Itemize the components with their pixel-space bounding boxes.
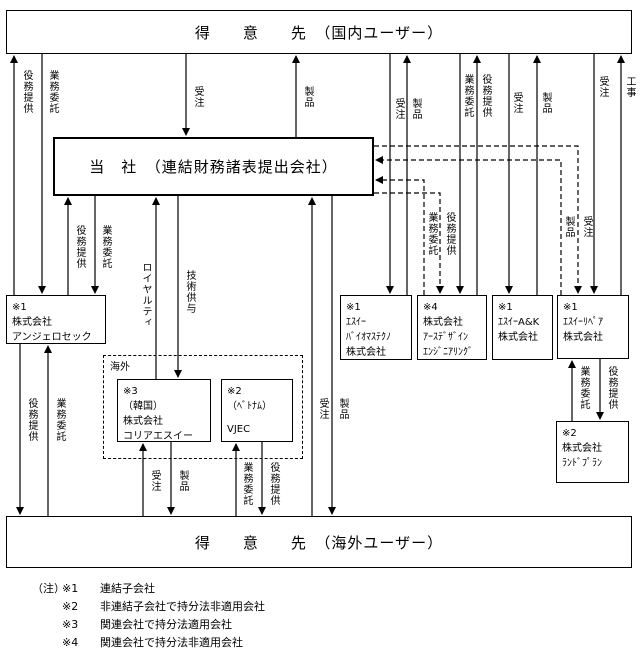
company-bio-line1: ｴｽｲｰ bbox=[346, 317, 366, 328]
dashed-arrow-parent-to-repair bbox=[374, 145, 582, 294]
company-vjec-mark: ※2 bbox=[227, 386, 242, 397]
company-repair-line2: 株式会社 bbox=[563, 332, 603, 343]
edge-label-19: 製品 bbox=[563, 216, 574, 238]
company-earth-mark: ※4 bbox=[423, 302, 438, 313]
company-anjero: ※1 株式会社 アンジェロセック bbox=[6, 295, 106, 344]
overseas-users-label: 得 意 先 （海外ユーザー） bbox=[194, 533, 444, 552]
footnote-key: ※1 bbox=[62, 582, 79, 595]
footnote-row: ※4 関連会社で持分法非適用会社 bbox=[32, 634, 265, 652]
company-repair-line1: ｴｽｲｰﾘﾍﾟｱ bbox=[563, 317, 603, 328]
edge-label-16: 技術供与 bbox=[184, 270, 195, 314]
footnote-row: （注） ※1 連結子会社 bbox=[32, 580, 265, 598]
company-bio-line3: 株式会社 bbox=[346, 347, 386, 358]
edge-label-5: 受注 bbox=[393, 98, 404, 120]
footnote-text: 連結子会社 bbox=[100, 582, 155, 595]
edge-label-6: 製品 bbox=[410, 98, 421, 120]
edge-label-20: 受注 bbox=[581, 216, 592, 238]
edge-label-25: 受注 bbox=[149, 470, 160, 492]
edge-label-30: 役務提供 bbox=[606, 366, 617, 410]
footnote-key: ※2 bbox=[62, 600, 79, 613]
edge-label-3: 受注 bbox=[192, 86, 203, 108]
edge-label-8: 役務提供 bbox=[480, 74, 491, 118]
company-korea-line2: 株式会社 bbox=[123, 416, 163, 427]
company-landplan-line1: 株式会社 bbox=[562, 443, 602, 454]
dashed-arrow-parent-to-earth bbox=[374, 192, 444, 294]
footnote-row: ※3 関連会社で持分法適用会社 bbox=[32, 616, 265, 634]
domestic-users-label: 得 意 先 （国内ユーザー） bbox=[194, 23, 444, 42]
overseas-group-frame bbox=[103, 355, 303, 459]
edge-label-18: 役務提供 bbox=[444, 212, 455, 256]
edge-label-29: 業務委託 bbox=[578, 366, 589, 410]
edge-label-21: 受注 bbox=[317, 398, 328, 420]
parent-company-box: 当 社 （連結財務諸表提出会社） bbox=[53, 137, 374, 196]
company-vjec: ※2 （ﾍﾞﾄﾅﾑ） VJEC bbox=[221, 379, 293, 442]
edge-label-28: 役務提供 bbox=[268, 462, 279, 506]
edge-label-22: 製品 bbox=[337, 398, 348, 420]
company-earth: ※4 株式会社 ｱｰｽﾃﾞｻﾞｲﾝ ｴﾝｼﾞﾆｱﾘﾝｸﾞ bbox=[417, 295, 487, 360]
company-repair: ※1 ｴｽｲｰﾘﾍﾟｱ 株式会社 bbox=[557, 295, 629, 359]
footnote-text: 非連結子会社で持分法非適用会社 bbox=[100, 600, 265, 613]
edge-label-12: 工事 bbox=[624, 76, 635, 98]
edge-label-11: 受注 bbox=[597, 76, 608, 98]
edge-label-2: 業務委託 bbox=[47, 70, 58, 114]
footnote-row: ※2 非連結子会社で持分法非適用会社 bbox=[32, 598, 265, 616]
parent-company-label: 当 社 （連結財務諸表提出会社） bbox=[89, 158, 338, 176]
company-vjec-line2 bbox=[227, 414, 287, 422]
company-bio-mark: ※1 bbox=[346, 302, 361, 313]
footnote-text: 関連会社で持分法非適用会社 bbox=[100, 636, 243, 649]
company-anjero-mark: ※1 bbox=[12, 302, 27, 313]
company-earth-line3: ｴﾝｼﾞﾆｱﾘﾝｸﾞ bbox=[423, 347, 473, 358]
company-landplan: ※2 株式会社 ﾗﾝﾄﾞﾌﾟﾗﾝ bbox=[556, 421, 629, 483]
edge-label-9: 受注 bbox=[511, 92, 522, 114]
edge-label-27: 業務委託 bbox=[241, 462, 252, 506]
edge-label-13: 役務提供 bbox=[74, 225, 85, 269]
domestic-users-box: 得 意 先 （国内ユーザー） bbox=[6, 10, 632, 54]
edge-label-14: 業務委託 bbox=[100, 225, 111, 269]
company-korea-line3: コリアエスイー bbox=[123, 431, 193, 442]
footnote-text: 関連会社で持分法適用会社 bbox=[100, 618, 232, 631]
company-anjero-line1: 株式会社 bbox=[12, 317, 52, 328]
footnote-key: ※4 bbox=[62, 636, 79, 649]
company-landplan-mark: ※2 bbox=[562, 428, 577, 439]
footnote-prefix: （注） bbox=[32, 582, 65, 595]
overseas-group-label: 海外 bbox=[110, 358, 130, 373]
edge-label-10: 製品 bbox=[540, 92, 551, 114]
company-vjec-line1: （ﾍﾞﾄﾅﾑ） bbox=[227, 401, 272, 412]
company-bio: ※1 ｴｽｲｰ ﾊﾞｲｵﾏｽﾃｸﾉ 株式会社 bbox=[340, 295, 412, 360]
company-korea: ※3 （韓国） 株式会社 コリアエスイー bbox=[117, 379, 211, 442]
edge-label-17: 業務委託 bbox=[426, 212, 437, 256]
edge-label-15: ロイヤルティ bbox=[140, 262, 151, 328]
footnotes: （注） ※1 連結子会社 ※2 非連結子会社で持分法非適用会社 ※3 関連会社で… bbox=[32, 580, 265, 652]
company-korea-line1: （韓国） bbox=[123, 401, 163, 412]
edge-label-23: 役務提供 bbox=[26, 398, 37, 442]
company-ak-line1: ｴｽｲｰA&K bbox=[498, 317, 540, 328]
overseas-users-box: 得 意 先 （海外ユーザー） bbox=[6, 516, 632, 568]
company-korea-mark: ※3 bbox=[123, 386, 138, 397]
company-bio-line2: ﾊﾞｲｵﾏｽﾃｸﾉ bbox=[346, 332, 391, 343]
dashed-arrow-earth-to-parent bbox=[375, 176, 425, 295]
footnote-key: ※3 bbox=[62, 618, 79, 631]
edge-label-4: 製品 bbox=[302, 86, 313, 108]
company-ak-line2: 株式会社 bbox=[498, 332, 538, 343]
dashed-arrow-repair-to-parent bbox=[375, 156, 562, 295]
edge-label-7: 業務委託 bbox=[462, 74, 473, 118]
company-vjec-line3: VJEC bbox=[227, 424, 251, 435]
company-ak-mark: ※1 bbox=[498, 302, 513, 313]
company-anjero-line2: アンジェロセック bbox=[12, 332, 92, 343]
edge-label-26: 製品 bbox=[177, 470, 188, 492]
company-earth-line1: 株式会社 bbox=[423, 317, 463, 328]
company-earth-line2: ｱｰｽﾃﾞｻﾞｲﾝ bbox=[423, 332, 468, 343]
company-landplan-line2: ﾗﾝﾄﾞﾌﾟﾗﾝ bbox=[562, 458, 602, 469]
edge-label-24: 業務委託 bbox=[54, 398, 65, 442]
company-ak: ※1 ｴｽｲｰA&K 株式会社 bbox=[492, 295, 553, 360]
company-repair-mark: ※1 bbox=[563, 302, 578, 313]
edge-label-1: 役務提供 bbox=[21, 70, 32, 114]
